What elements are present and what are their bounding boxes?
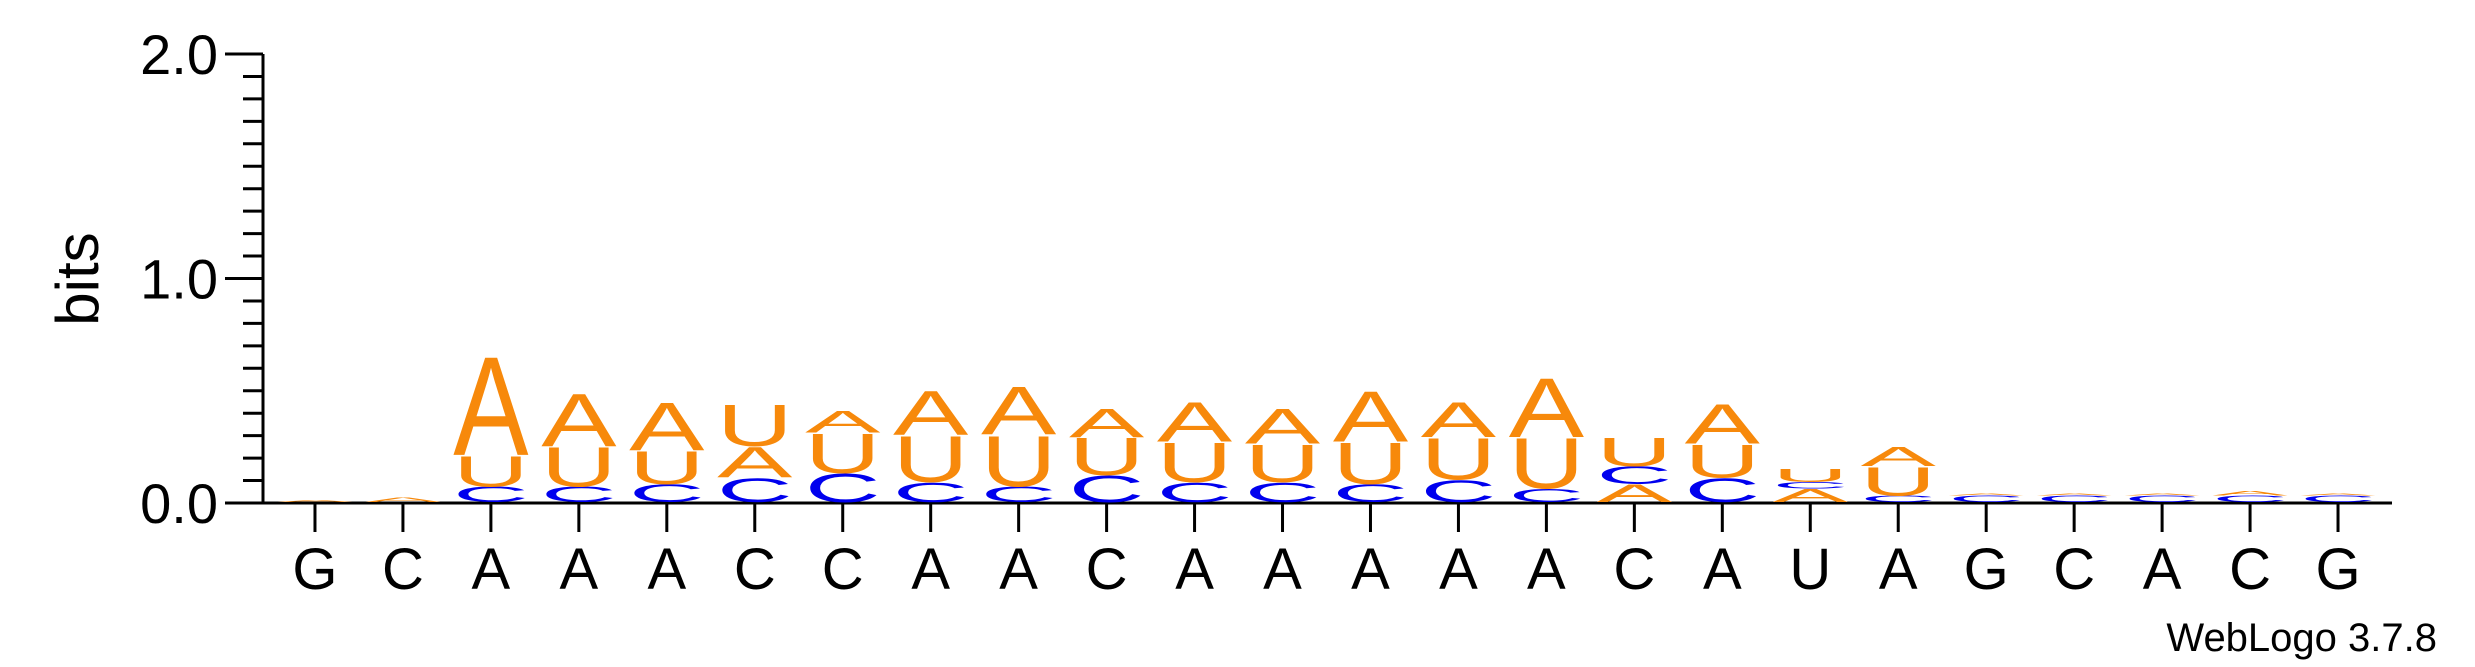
logo-letter-U: U <box>1245 434 1321 494</box>
logo-letter-C: C <box>2036 494 2112 504</box>
x-tick-label: A <box>1879 537 1918 602</box>
x-tick-label: A <box>1527 537 1566 602</box>
logo-letter-C: C <box>1157 477 1233 508</box>
logo-letter-A: A <box>1333 377 1408 458</box>
logo-letter-A: A <box>277 499 353 502</box>
logo-letter-U: U <box>1421 426 1497 492</box>
x-tick-label: C <box>1613 537 1655 602</box>
logo-letter-A: A <box>1245 398 1321 454</box>
logo-letter-A: A <box>2300 492 2376 495</box>
logo-letter-C: C <box>1684 471 1760 510</box>
x-ticks <box>313 503 2340 532</box>
logo-letter-A: A <box>1685 392 1761 455</box>
logo-letter-C: C <box>1421 474 1497 509</box>
logo-letter-C: C <box>981 482 1057 507</box>
logo-letter-A: A <box>1157 390 1233 453</box>
logo-letter-C: C <box>1245 477 1321 508</box>
logo-letter-C: C <box>893 477 969 508</box>
logo-letter-C: C <box>1333 480 1409 508</box>
x-tick-label: U <box>1789 537 1831 602</box>
x-tick-label: C <box>2229 537 2271 602</box>
y-ticks: 0.0 1.0 2.0 <box>140 23 263 535</box>
logo-letter-A: A <box>1773 485 1848 506</box>
x-tick-label: A <box>472 537 511 602</box>
logo-letter-A: A <box>2036 492 2112 495</box>
y-tick-label: 0.0 <box>140 472 218 535</box>
logo-letter-A: A <box>1069 400 1145 446</box>
logo-letter-U: U <box>805 422 881 485</box>
logo-letter-C: C <box>2300 494 2376 504</box>
logo-letter-U: U <box>1597 429 1673 475</box>
x-tick-label: A <box>1263 537 1302 602</box>
logo-letter-A: A <box>1949 492 2025 495</box>
x-tick-label: A <box>1351 537 1390 602</box>
logo-letter-C: C <box>805 465 881 511</box>
logo-letter-A: A <box>1861 441 1936 472</box>
logo-letter-C: C <box>1772 480 1848 490</box>
logo-letter-C: C <box>1509 485 1585 506</box>
logo-letter-U: U <box>541 435 617 498</box>
x-tick-label: A <box>1703 537 1742 602</box>
logo-letter-A: A <box>1421 392 1497 448</box>
logo-letter-U: U <box>1069 427 1145 487</box>
logo-letter-C: C <box>453 482 529 507</box>
logo-letter-C: C <box>717 471 793 510</box>
x-tick-label: C <box>382 537 424 602</box>
logo-letter-A: A <box>2212 490 2288 497</box>
x-tick-label: A <box>999 537 1038 602</box>
y-axis-label: bits <box>44 232 111 325</box>
x-tick-label: A <box>1439 537 1478 602</box>
logo-letter-U: U <box>1333 431 1409 497</box>
logo-letter-C: C <box>1948 494 2024 504</box>
logo-letter-C: C <box>2212 494 2288 504</box>
x-tick-label: A <box>1175 537 1214 602</box>
x-tick-label: C <box>822 537 864 602</box>
logo-letter-C: C <box>541 482 617 507</box>
logo-letter-U: U <box>1509 424 1585 504</box>
logo-letter-A: A <box>805 404 881 439</box>
logo-letter-U: U <box>1684 436 1760 488</box>
logo-letter-U: U <box>1860 458 1936 504</box>
logo-letter-C: C <box>2124 494 2200 504</box>
logo-letter-C: C <box>1069 468 1145 510</box>
logo-letter-U: U <box>893 422 969 496</box>
x-tick-label: C <box>734 537 776 602</box>
logo-letter-C: C <box>629 480 705 508</box>
y-tick-label: 2.0 <box>140 23 218 86</box>
logo-letter-A: A <box>1509 361 1585 455</box>
logo-letter-A: A <box>893 378 968 448</box>
x-tick-label: G <box>2315 537 2360 602</box>
logo-letter-U: U <box>629 442 705 494</box>
logo-letter-U: U <box>981 422 1057 502</box>
x-tick-label: A <box>560 537 599 602</box>
logo-letter-A: A <box>453 328 528 486</box>
logo-letter-A: A <box>365 496 441 503</box>
x-tick-label: G <box>1964 537 2009 602</box>
x-tick-label: A <box>647 537 686 602</box>
logo-letter-U: U <box>1772 465 1848 486</box>
logo-letter-U: U <box>717 393 793 459</box>
x-tick-label: A <box>911 537 950 602</box>
x-tick-label: A <box>2143 537 2182 602</box>
logo-letter-C: C <box>1860 494 1936 504</box>
x-tick-label: C <box>1086 537 1128 602</box>
logo-letter-A: A <box>629 388 705 465</box>
logo-letter-A: A <box>541 378 616 462</box>
logo-letter-U: U <box>1157 431 1233 494</box>
logo-letter-A: A <box>981 372 1057 449</box>
logo-letter-U: U <box>453 447 529 496</box>
logo-letter-A: A <box>2124 492 2200 495</box>
logo-letter-A: A <box>717 438 792 487</box>
weblogo-credit: WebLogo 3.7.8 <box>2166 616 2437 660</box>
x-tick-label: C <box>2053 537 2095 602</box>
logo-letter-C: C <box>1597 462 1673 490</box>
y-tick-label: 1.0 <box>140 248 218 311</box>
logo-letter-A: A <box>1597 480 1673 508</box>
x-tick-label: G <box>292 537 337 602</box>
